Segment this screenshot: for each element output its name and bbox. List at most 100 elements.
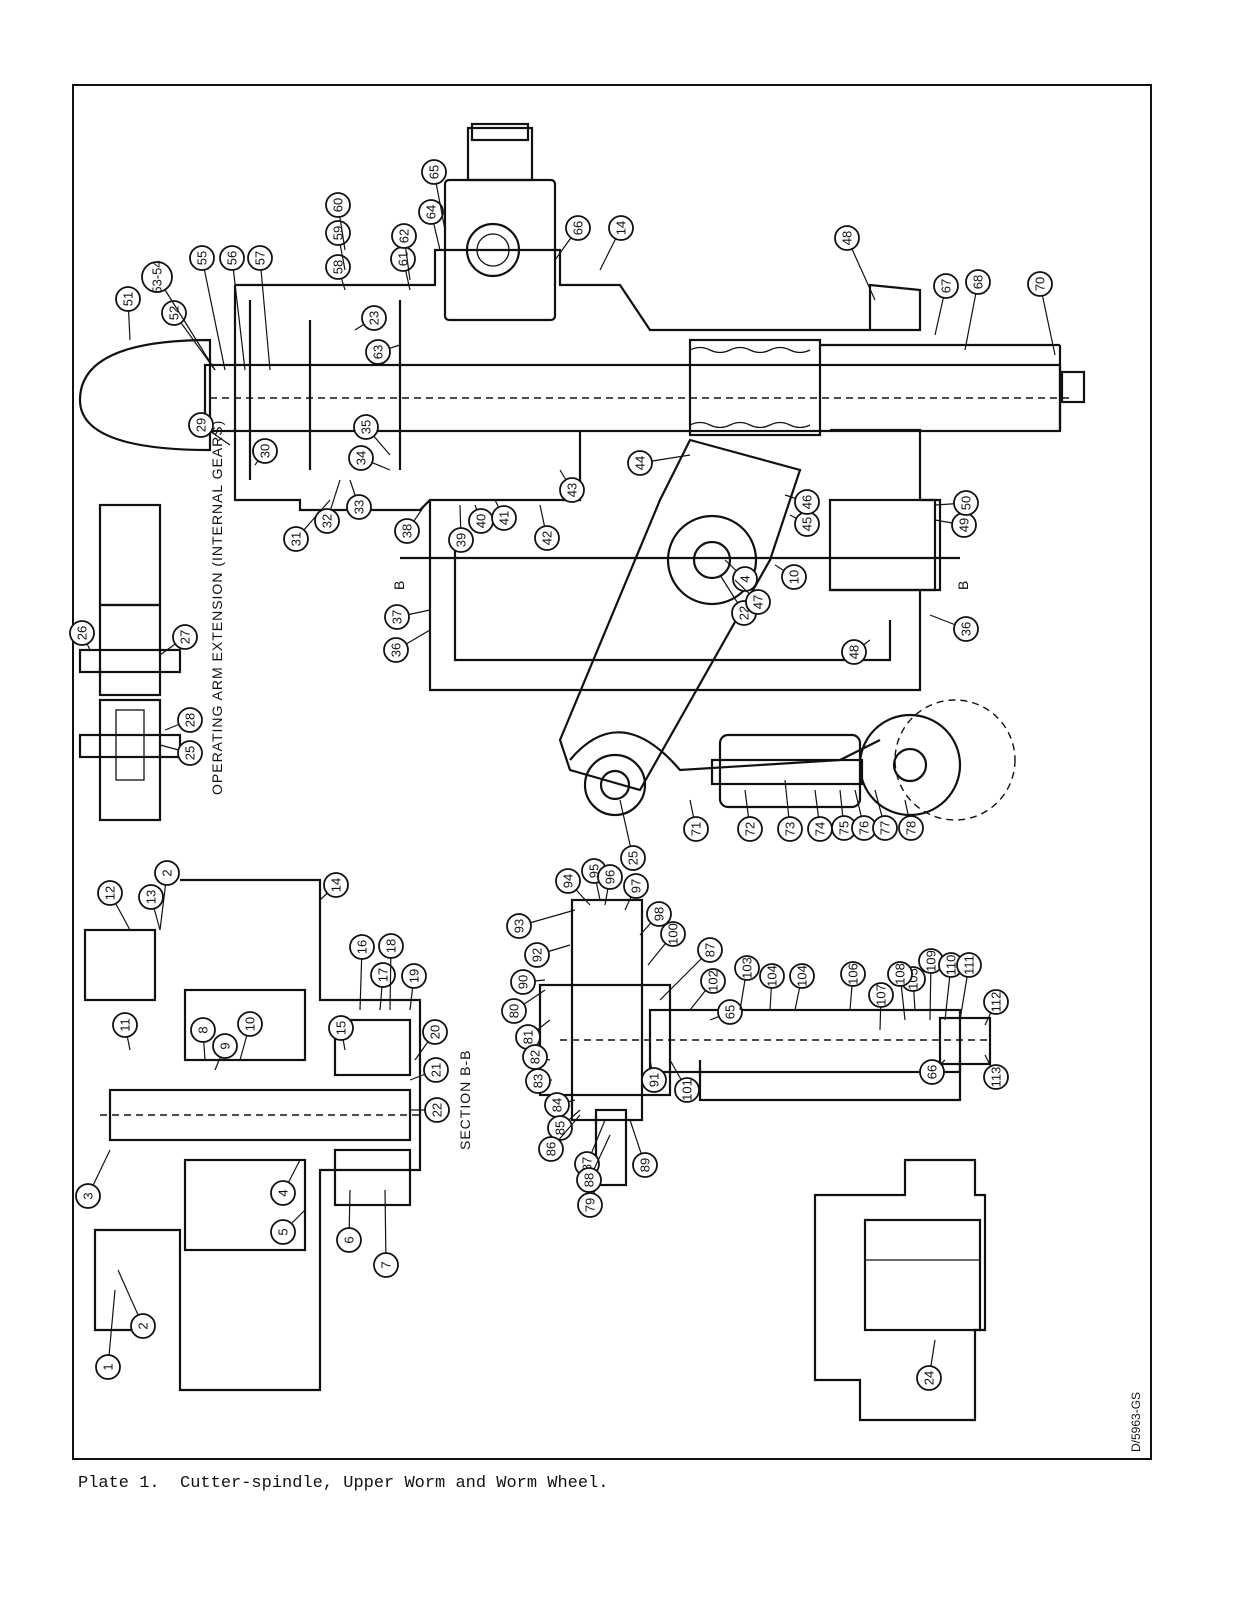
callout-96: 96 xyxy=(597,864,623,906)
callout-bubble xyxy=(112,1012,138,1038)
callout-102: 102 xyxy=(689,968,726,1011)
callout-47: 47 xyxy=(734,579,771,615)
callout-20: 20 xyxy=(414,1019,448,1061)
callout-number: 21 xyxy=(429,1063,444,1077)
callout-bubble xyxy=(97,880,123,906)
callout-bubble xyxy=(314,508,340,534)
callout-bubble xyxy=(759,963,785,989)
callout-4: 4 xyxy=(270,1159,301,1206)
callout-17: 17 xyxy=(370,962,396,1011)
callout-71: 71 xyxy=(683,799,709,842)
callout-number: 75 xyxy=(837,821,852,835)
callout-72: 72 xyxy=(737,789,763,842)
callout-10: 10 xyxy=(237,1011,263,1061)
callout-bubble xyxy=(346,494,372,520)
callout-bubble xyxy=(660,921,686,947)
callout-number: 51 xyxy=(121,292,136,306)
callout-bubble xyxy=(177,740,203,766)
callout-number: 5 xyxy=(276,1228,291,1235)
callout-number: 107 xyxy=(874,984,889,1006)
callout-number: 101 xyxy=(680,1079,695,1101)
callout-48: 48 xyxy=(834,225,876,301)
callout-90: 90 xyxy=(510,969,546,995)
callout-28: 28 xyxy=(164,707,203,733)
callout-43: 43 xyxy=(559,469,585,503)
callout-bubble xyxy=(378,933,404,959)
callout-76: 76 xyxy=(851,789,877,841)
callout-92: 92 xyxy=(524,942,571,968)
operating-arm xyxy=(400,438,1016,821)
callout-bubble xyxy=(177,707,203,733)
callout-15: 15 xyxy=(328,1015,354,1051)
callout-bubble xyxy=(328,1015,354,1041)
callout-number: 96 xyxy=(603,870,618,884)
callout-number: 62 xyxy=(397,229,412,243)
callout-83: 83 xyxy=(525,1068,553,1094)
callout-6: 6 xyxy=(336,1189,362,1253)
callout-89: 89 xyxy=(629,1119,658,1178)
callout-bubble xyxy=(418,199,444,225)
callout-number: 102 xyxy=(706,970,721,992)
arm-extension-title: OPERATING ARM EXTENSION (INTERNAL GEARS) xyxy=(209,420,225,795)
callout-bubble xyxy=(325,192,351,218)
callout-number: 42 xyxy=(540,531,555,545)
callout-number: 109 xyxy=(924,950,939,972)
callout-number: 71 xyxy=(689,822,704,836)
callout-21: 21 xyxy=(409,1057,449,1083)
callout-number: 2 xyxy=(136,1322,151,1329)
callout-85: 85 xyxy=(547,1109,581,1141)
callout-91: 91 xyxy=(641,1059,667,1093)
callout-bubble xyxy=(781,564,807,590)
callout-number: 98 xyxy=(652,907,667,921)
callout-number: 86 xyxy=(544,1142,559,1156)
callout-number: 8 xyxy=(196,1026,211,1033)
callout-53-54: 53-54 xyxy=(141,260,216,371)
callout-2: 2 xyxy=(117,1269,156,1339)
callout-number: 83 xyxy=(531,1074,546,1088)
callout-22: 22 xyxy=(410,1097,450,1123)
callout-number: 40 xyxy=(474,514,489,528)
callout-61: 61 xyxy=(390,246,416,291)
callout-bubble xyxy=(953,616,979,642)
callout-bubble xyxy=(391,223,417,249)
callout-3: 3 xyxy=(75,1149,111,1209)
arm-extension-view xyxy=(78,503,182,822)
callout-103: 103 xyxy=(734,955,760,1011)
callout-leader xyxy=(231,257,246,371)
callout-number: 66 xyxy=(925,1065,940,1079)
callout-number: 11 xyxy=(118,1018,133,1032)
plate-caption: Plate 1. Cutter-spindle, Upper Worm and … xyxy=(78,1474,609,1493)
callout-bubble xyxy=(491,505,517,531)
callout-number: 76 xyxy=(857,821,872,835)
callout-number: 38 xyxy=(400,524,415,538)
callout-bubble xyxy=(525,1068,551,1094)
callout-86: 86 xyxy=(538,1114,581,1162)
callout-45: 45 xyxy=(789,511,820,537)
callout-87: 87 xyxy=(659,937,723,1001)
callout-number: 81 xyxy=(521,1030,536,1044)
callout-number: 41 xyxy=(497,511,512,525)
callout-number: 39 xyxy=(454,533,469,547)
callout-number: 18 xyxy=(384,939,399,953)
callout-bubble xyxy=(448,527,474,553)
callout-bubble xyxy=(69,620,95,646)
callout-bubble xyxy=(219,245,245,271)
callout-leader xyxy=(201,257,226,371)
callout-number: 13 xyxy=(144,890,159,904)
callout-62: 62 xyxy=(391,223,417,281)
callout-bubble xyxy=(983,1064,1009,1090)
callout-number: 110 xyxy=(944,955,959,976)
callout-bubble xyxy=(384,604,410,630)
callout-39: 39 xyxy=(448,504,474,553)
section-marker-left: B xyxy=(391,580,407,590)
callout-number: 44 xyxy=(633,456,648,470)
callout-number: 48 xyxy=(847,645,862,659)
callout-68: 68 xyxy=(964,269,991,351)
callout-1: 1 xyxy=(95,1289,121,1380)
callout-number: 48 xyxy=(840,231,855,245)
drawing-frame xyxy=(72,84,1152,1460)
callout-4: 4 xyxy=(724,559,758,592)
callout-number: 112 xyxy=(989,992,1004,1013)
callout-bubble xyxy=(745,589,771,615)
callout-84: 84 xyxy=(544,1092,576,1118)
